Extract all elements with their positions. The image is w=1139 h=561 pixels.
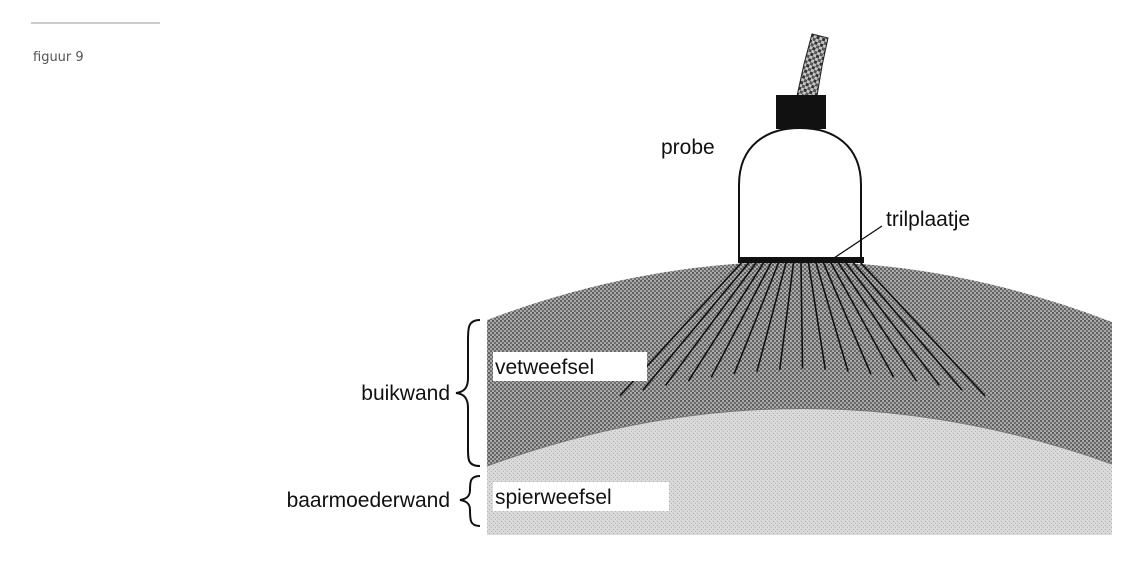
ultrasound-beam-line: [800, 261, 804, 369]
transducer-label: trilplaatje: [886, 208, 970, 231]
ultrasound-beam-line: [778, 261, 795, 370]
abdominal-wall-brace-icon: [455, 319, 481, 467]
tissue-boundary: [486, 408, 1113, 467]
probe-cable-icon: [796, 33, 829, 97]
abdominal-wall-label: buikwand: [361, 382, 450, 405]
transducer-plate: [738, 257, 864, 263]
ultrasound-beam-line: [844, 261, 941, 386]
ultrasound-beam-line: [852, 261, 963, 391]
probe: [738, 33, 864, 263]
ultrasound-beam-line: [756, 261, 788, 372]
uterine-wall-brace-icon: [459, 475, 481, 527]
probe-cap: [776, 95, 826, 129]
ultrasound-beam-line: [710, 261, 773, 378]
ultrasound-beam-line: [664, 261, 758, 386]
ultrasound-beam-line: [814, 261, 849, 372]
figure-caption: figuur 9: [33, 50, 84, 65]
fat-tissue-label: vetweefsel: [495, 356, 594, 379]
probe-label: probe: [661, 136, 715, 159]
muscle-tissue-label: spierweefsel: [495, 486, 612, 509]
ultrasound-beam-line: [807, 261, 827, 370]
ultrasound-beam-line: [859, 261, 986, 397]
ultrasound-beam-line: [829, 261, 895, 378]
ultrasound-beam-line: [687, 261, 765, 382]
muscle-tissue-label-bg: [493, 482, 669, 511]
ultrasound-beams: [619, 261, 986, 397]
ultrasound-beam-line: [822, 261, 872, 375]
transducer-leader: [833, 225, 883, 259]
ultrasound-beam-line: [837, 261, 918, 382]
ultrasound-beam-line: [733, 261, 780, 375]
uterine-wall-label: baarmoederwand: [287, 489, 450, 512]
fat-tissue-label-bg: [493, 352, 647, 381]
probe-body: [738, 126, 862, 261]
ultrasound-beam-line: [642, 261, 750, 391]
